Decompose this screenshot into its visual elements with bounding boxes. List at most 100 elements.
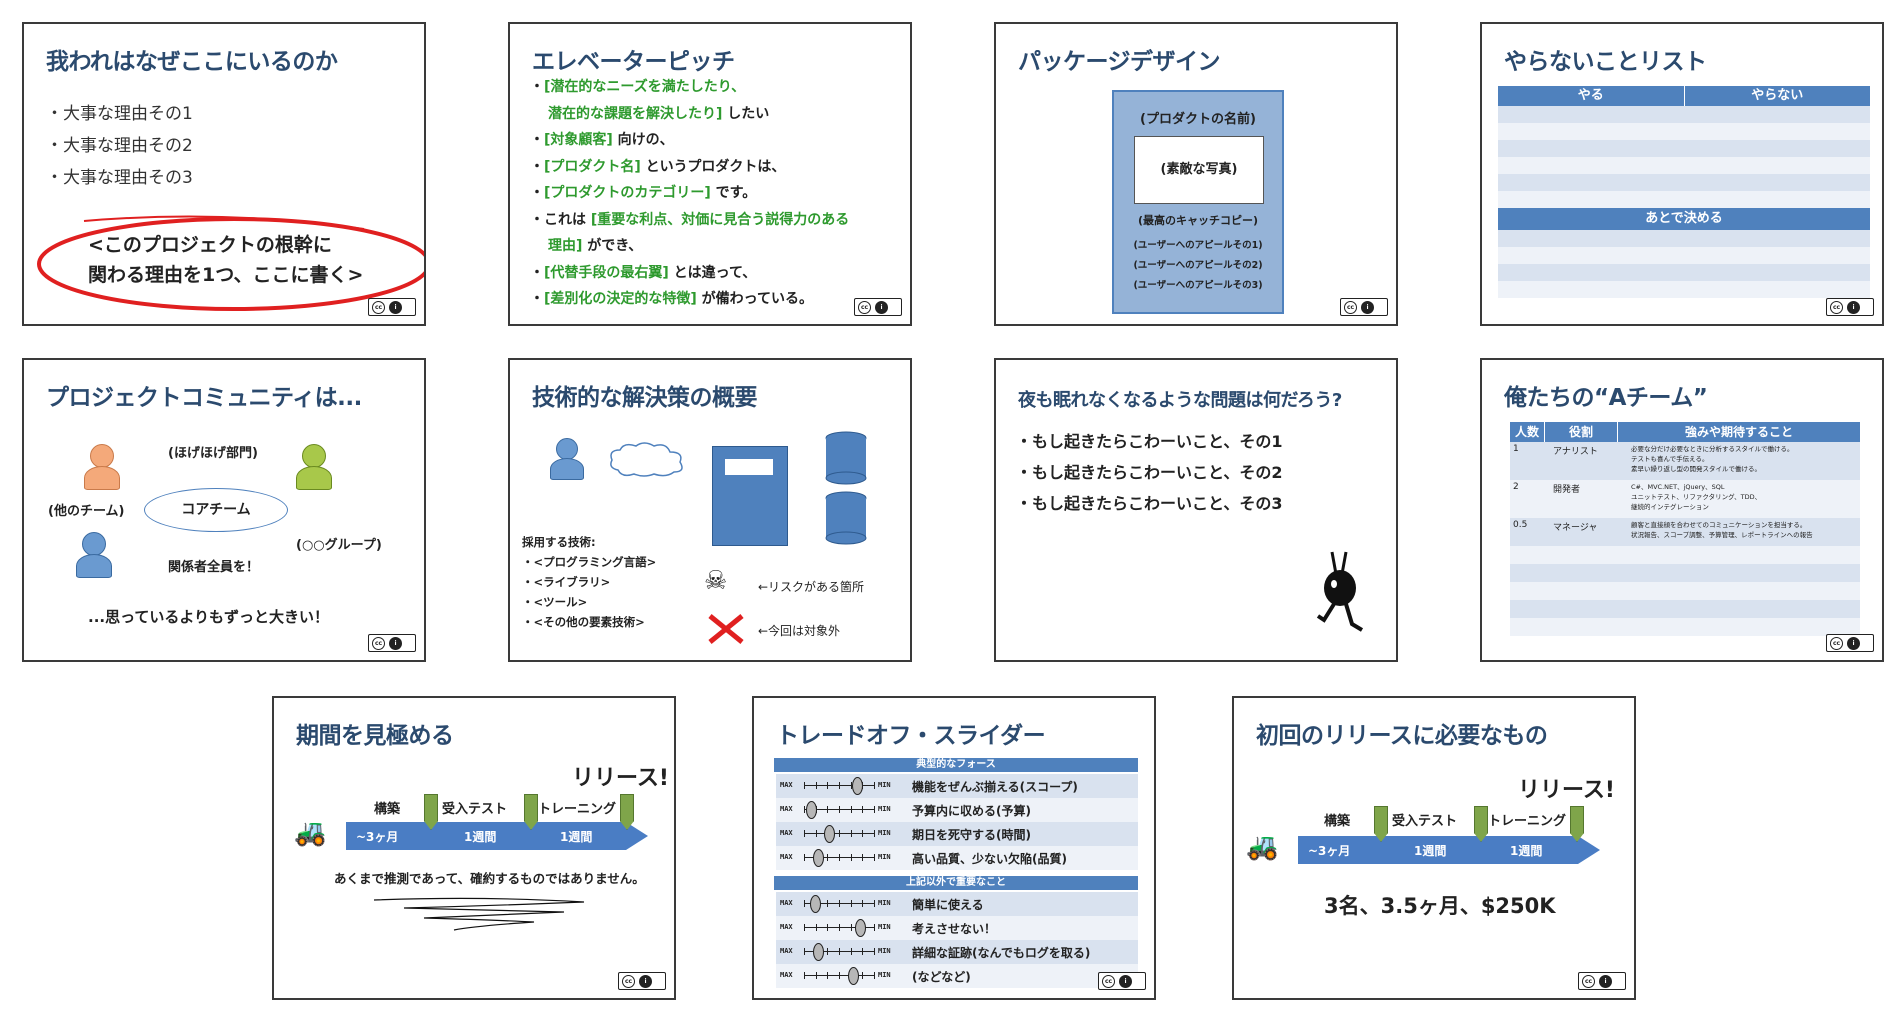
slider-knob[interactable] [813, 943, 824, 961]
max-label: MAX [780, 805, 793, 813]
timeline-arrow [346, 822, 648, 850]
bullet-item: ・大事な理由その3 [46, 168, 193, 188]
slider-knob[interactable] [851, 777, 863, 795]
duration-label: 1週間 [1414, 844, 1447, 858]
tech-item: ・<プログラミング言語> [522, 555, 657, 569]
slide-timeline-estimate[interactable]: 期間を見極める リリース! 🚜 構築 受入テスト トレーニング ~3ヶ月 1週間… [272, 696, 676, 1000]
pitch-line: ・[対象顧客] 向けの、 [530, 132, 674, 148]
milestone-flag [424, 794, 438, 830]
core-team-ellipse: コアチーム [144, 488, 288, 532]
slider-track [804, 782, 875, 789]
slider-label: 考えさせない！ [912, 922, 997, 936]
min-label: MIN [878, 947, 891, 955]
slider-label: 高い品質、少ない欠陥(品質) [912, 852, 1067, 866]
tech-item: ・<その他の要素技術> [522, 615, 645, 629]
slider-label: 詳細な証跡(なんでもログを取る) [912, 946, 1091, 960]
bullet-item: ・もし起きたらこわーいこと、その3 [1016, 494, 1283, 513]
pitch-line: ・[プロダクトのカテゴリー] です。 [530, 185, 757, 201]
slider-label: 期日を死守する(時間) [912, 828, 1031, 842]
max-label: MAX [780, 947, 793, 955]
pitch-line: ・[差別化の決定的な特徴] が備わっている。 [530, 291, 813, 307]
pitch-line: ・これは [重要な利点、対価に見合う説得力のある [530, 211, 850, 228]
slide-title: トレードオフ・スライダー [776, 723, 1046, 749]
team-table: 人数 役割 強みや期待すること 1 アナリスト 必要な分だけ必要なときに分析する… [1510, 422, 1860, 636]
max-label: MAX [780, 781, 793, 789]
phase-label: 受入テスト [1392, 814, 1458, 829]
min-label: MIN [878, 781, 891, 789]
column-header: やる [1498, 86, 1685, 106]
slider-label: 予算内に収める(予算) [912, 804, 1031, 818]
slider-knob[interactable] [809, 895, 821, 913]
slide-tech-overview[interactable]: 技術的な解決策の概要 採用する技術: ・<プログラミング言語> ・<ライブラリ>… [508, 358, 912, 662]
slide-package-design[interactable]: パッケージデザイン (プロダクトの名前) (素敵な写真) (最高のキャッチコピー… [994, 22, 1398, 326]
slider-row: MAX MIN 詳細な証跡(なんでもログを取る) [776, 940, 1138, 964]
slider-knob[interactable] [813, 849, 824, 867]
min-label: MIN [878, 829, 891, 837]
slide-title: 初回のリリースに必要なもの [1256, 723, 1548, 749]
not-to-do-table: やる やらない あとで決める [1498, 86, 1870, 298]
slider-knob[interactable] [855, 919, 866, 937]
resource-summary: 3名、3.5ヶ月、$250K [1324, 894, 1556, 918]
slide-title: 夜も眠れなくなるような問題は何だろう? [1018, 390, 1342, 411]
pitch-line: ・[プロダクト名] というプロダクトは、 [530, 158, 786, 175]
appeal-item: (ユーザーへのアピールその3) [1133, 280, 1263, 291]
milestone-flag [1474, 806, 1488, 842]
slide-community[interactable]: プロジェクトコミュニティは... (ほげほげ部門) (他のチーム) コアチーム … [22, 358, 426, 662]
scribble-underline [373, 897, 585, 931]
release-label: リリース! [1518, 778, 1615, 803]
milestone-flag [1374, 806, 1388, 842]
screaming-figure-icon [1316, 551, 1364, 632]
slide-elevator-pitch[interactable]: エレベーターピッチ ・[潜在的なニーズを満たしたり、 潜在的な課題を解決したり]… [508, 22, 912, 326]
appeal-item: (ユーザーへのアピールその1) [1133, 240, 1263, 251]
server-icon [712, 446, 788, 546]
bulldozer-icon: 🚜 [294, 818, 327, 848]
max-label: MAX [780, 899, 793, 907]
slide-title: 期間を見極める [296, 723, 454, 749]
slider-knob[interactable] [848, 967, 859, 985]
timeline-arrow [1298, 836, 1600, 864]
tech-header: 採用する技術: [522, 535, 596, 549]
pitch-line: ・[代替手段の最右翼] とは違って、 [530, 264, 757, 281]
section-header: あとで決める [1498, 208, 1870, 230]
column-header: 強みや期待すること [1618, 422, 1860, 442]
estimate-note: あくまで推測であって、確約するものではありません。 [334, 871, 645, 886]
bullet-item: ・大事な理由その1 [46, 104, 193, 124]
slide-a-team[interactable]: 俺たちの“Aチーム” 人数 役割 強みや期待すること 1 アナリスト 必要な分だ… [1480, 358, 1884, 662]
duration-label: ~3ヶ月 [1308, 844, 1351, 858]
cloud-icon [610, 442, 683, 477]
slide-why-here[interactable]: 我われはなぜここにいるのか ・大事な理由その1 ・大事な理由その2 ・大事な理由… [22, 22, 426, 326]
section-header: 典型的なフォース [774, 758, 1138, 772]
slide-nightmares[interactable]: 夜も眠れなくなるような問題は何だろう? ・もし起きたらこわーいこと、その1 ・も… [994, 358, 1398, 662]
group-label: (○○グループ) [296, 538, 382, 553]
phase-label: トレーニング [538, 802, 617, 817]
milestone-flag [620, 794, 634, 830]
duration-label: 1週間 [560, 830, 593, 844]
database-icon [825, 431, 867, 545]
package-box: (プロダクトの名前) (素敵な写真) (最高のキャッチコピー) (ユーザーへのア… [1112, 90, 1284, 314]
duration-label: 1週間 [1510, 844, 1543, 858]
slider-knob[interactable] [823, 825, 835, 843]
slider-label: 簡単に使える [912, 898, 984, 912]
slide-title: エレベーターピッチ [532, 49, 735, 75]
min-label: MIN [878, 853, 891, 861]
bullet-item: ・大事な理由その2 [46, 136, 193, 156]
slide-title: 技術的な解決策の概要 [532, 385, 758, 411]
photo-placeholder: (素敵な写真) [1134, 136, 1264, 204]
min-label: MIN [878, 923, 891, 931]
column-header: やらない [1684, 86, 1870, 106]
milestone-flag [524, 794, 538, 830]
slider-knob[interactable] [806, 801, 817, 819]
slide-first-release[interactable]: 初回のリリースに必要なもの リリース! 🚜 構築 受入テスト トレーニング ~3… [1232, 696, 1636, 1000]
risk-label: ←リスクがある箇所 [758, 580, 865, 594]
